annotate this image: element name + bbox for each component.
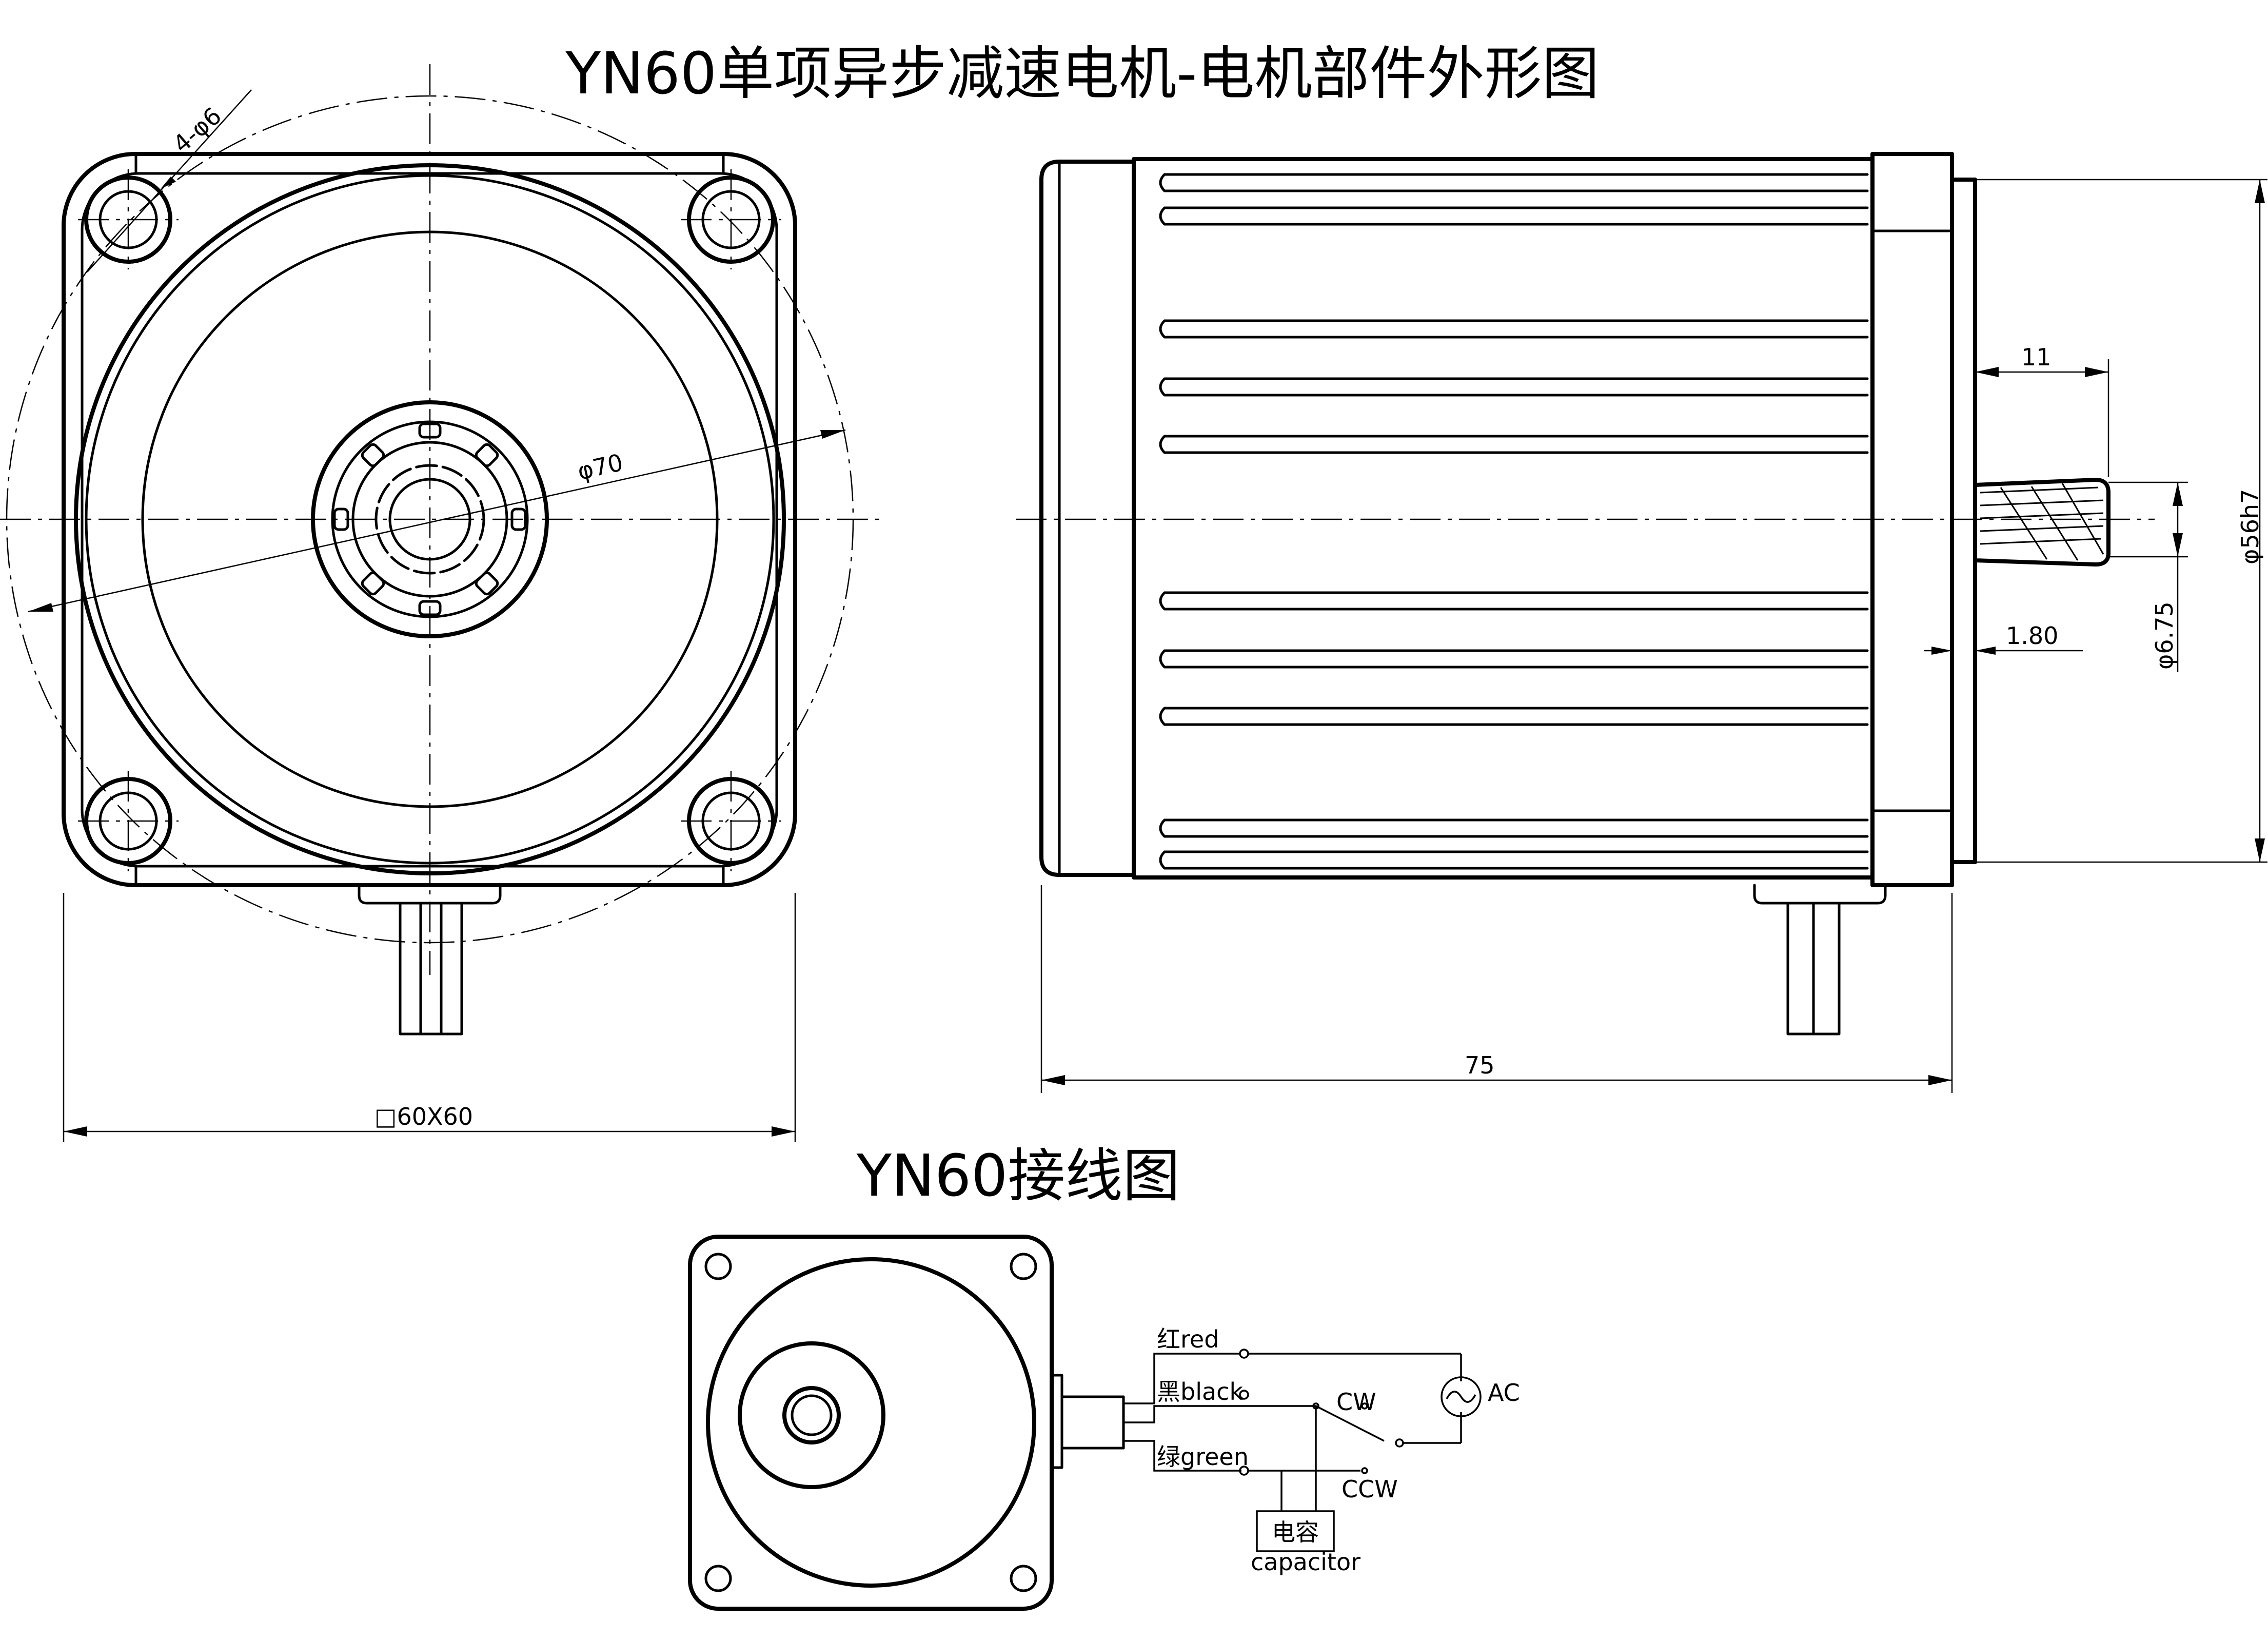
cw-label: CW — [1336, 1388, 1376, 1416]
capacitor — [1256, 1510, 1335, 1552]
pilot — [1950, 178, 1977, 864]
wire-red-label: 红red — [1157, 1325, 1219, 1353]
dim-pilot-diameter: φ56h7 — [2236, 489, 2264, 564]
wiring-motor-body — [706, 1257, 1036, 1588]
capacitor-en-label: capacitor — [1251, 1548, 1360, 1576]
main-title: YN60单项异步减速电机-电机部件外形图 — [565, 41, 1599, 107]
ac-source — [1441, 1376, 1482, 1417]
cooling-ribs — [1159, 173, 1869, 870]
wiring-title: YN60接线图 — [856, 1143, 1180, 1209]
capacitor-cn-label: 电容 — [1272, 1518, 1319, 1546]
wire-green-label: 绿green — [1157, 1443, 1249, 1471]
wire-black-label: 黑black — [1157, 1378, 1243, 1405]
wiring-lead-bundle — [1060, 1395, 1125, 1450]
gear-shaft — [1973, 478, 2111, 567]
wiring-diagram: 红red 黑black 绿green CW CCW AC 电容 capacito… — [688, 1235, 1520, 1611]
dim-pcd: φ70 — [575, 448, 625, 485]
ac-label: AC — [1488, 1379, 1520, 1407]
dim-square: □60X60 — [374, 1103, 473, 1130]
front-lead-wires — [399, 902, 463, 1036]
dim-shaft-diameter: φ6.75 — [2151, 601, 2178, 670]
front-view: 4-φ6 φ70 □60X60 — [0, 64, 882, 1142]
ccw-label: CCW — [1342, 1475, 1398, 1503]
dim-pilot-depth: 1.80 — [2006, 622, 2058, 650]
wiring-motor-flange — [688, 1235, 1054, 1611]
side-view: 75 11 φ56h7 φ6.75 1.80 — [1016, 152, 2267, 1093]
dim-shaft-length: 11 — [2021, 343, 2052, 371]
rear-cap — [1039, 160, 1134, 877]
motor-body — [1132, 157, 1875, 880]
dim-length: 75 — [1465, 1051, 1495, 1079]
